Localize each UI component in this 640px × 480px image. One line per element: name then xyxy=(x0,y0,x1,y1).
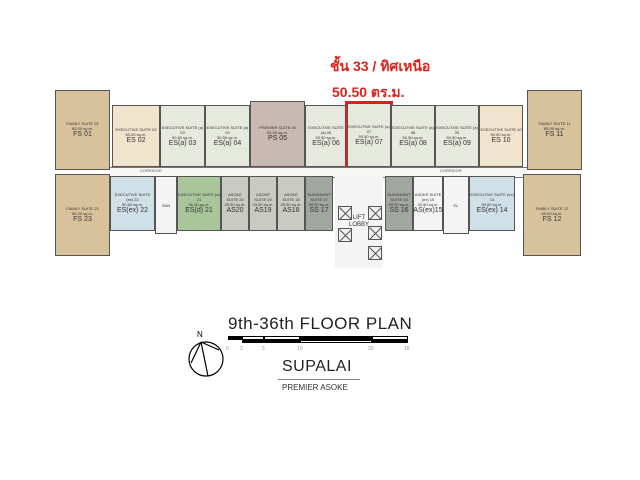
floor-plan-title: 9th-36th FLOOR PLAN xyxy=(228,314,413,333)
lift-icon xyxy=(338,228,352,242)
scale-bar xyxy=(228,336,408,346)
scale-tick: 10 xyxy=(297,346,303,352)
lift-icon xyxy=(368,226,382,240)
lift-icon xyxy=(338,206,352,220)
scale-tick: 20 xyxy=(368,346,374,352)
brand-divider xyxy=(278,379,360,380)
north-label: N xyxy=(197,330,203,339)
unit-area-annotation: 50.50 ตร.ม. xyxy=(332,84,405,100)
scale-tick: 2 xyxy=(240,346,243,352)
brand-name: SUPALAI xyxy=(282,358,352,375)
stair-left: SAN xyxy=(155,176,177,234)
stair-right: EL xyxy=(443,176,469,234)
project-name: PREMIER ASOKE xyxy=(282,383,348,392)
lift-icon xyxy=(368,206,382,220)
lift-icon xyxy=(368,246,382,260)
scale-ticks: 0 2 5 10 20 15 xyxy=(226,346,412,352)
scale-tick: 5 xyxy=(262,346,265,352)
scale-tick: 0 xyxy=(226,346,229,352)
scale-tick: 15 xyxy=(404,346,410,352)
north-arrow-icon xyxy=(188,341,224,377)
floor-direction-annotation: ชั้น 33 / ทิศเหนือ xyxy=(330,58,431,74)
